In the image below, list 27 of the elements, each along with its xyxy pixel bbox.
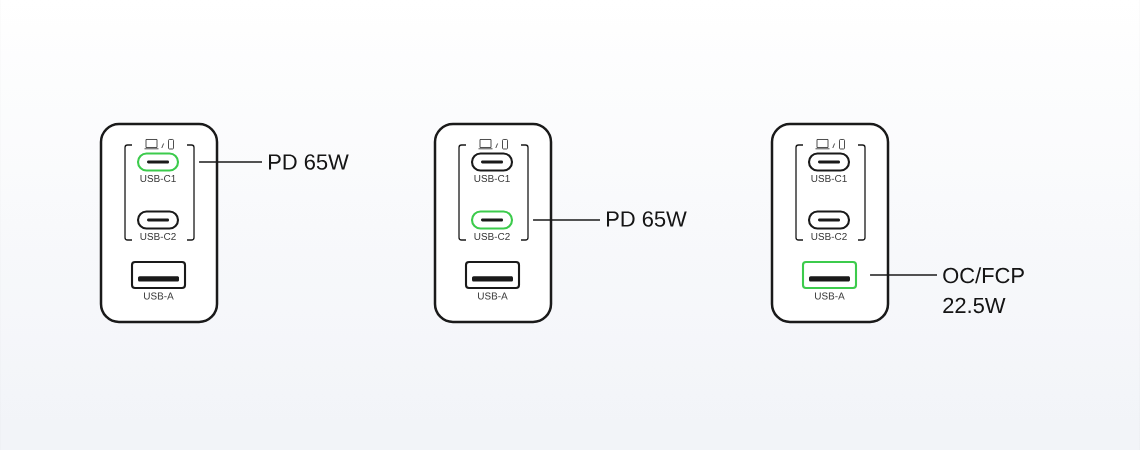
usb-c-port: USB-C2 [136,210,180,240]
usb-a-port: USB-A [801,260,858,300]
node-label: USB-C2 [140,232,176,240]
node-label: USB-A [144,292,174,300]
node-label: USB-C1 [474,174,510,182]
usb-c-port: USB-C1 [136,152,180,182]
usb-c-port: USB-C2 [807,210,851,240]
node-label: USB-C2 [474,232,510,240]
power-label: PD 65W [607,211,687,227]
node-label: USB-C2 [811,232,847,240]
power-label: PD 65W [269,154,349,170]
usb-c-port: USB-C1 [470,152,514,182]
power-label: OC/FCP 22.5W [943,267,1024,314]
usb-c-port: USB-C2 [470,210,514,240]
node-label: USB-C1 [140,174,176,182]
node-label: USB-C1 [811,174,847,182]
usb-a-port: USB-A [464,260,521,300]
charger-body [99,122,219,324]
usb-a-port: USB-A [130,260,187,300]
leader-line [532,219,601,221]
charger-body [433,122,553,324]
node-label: USB-A [815,292,845,300]
node-label: USB-A [478,292,508,300]
usb-c-port: USB-C1 [807,152,851,182]
charger-body [770,122,890,324]
leader-line [198,161,263,163]
leader-line [869,274,938,276]
